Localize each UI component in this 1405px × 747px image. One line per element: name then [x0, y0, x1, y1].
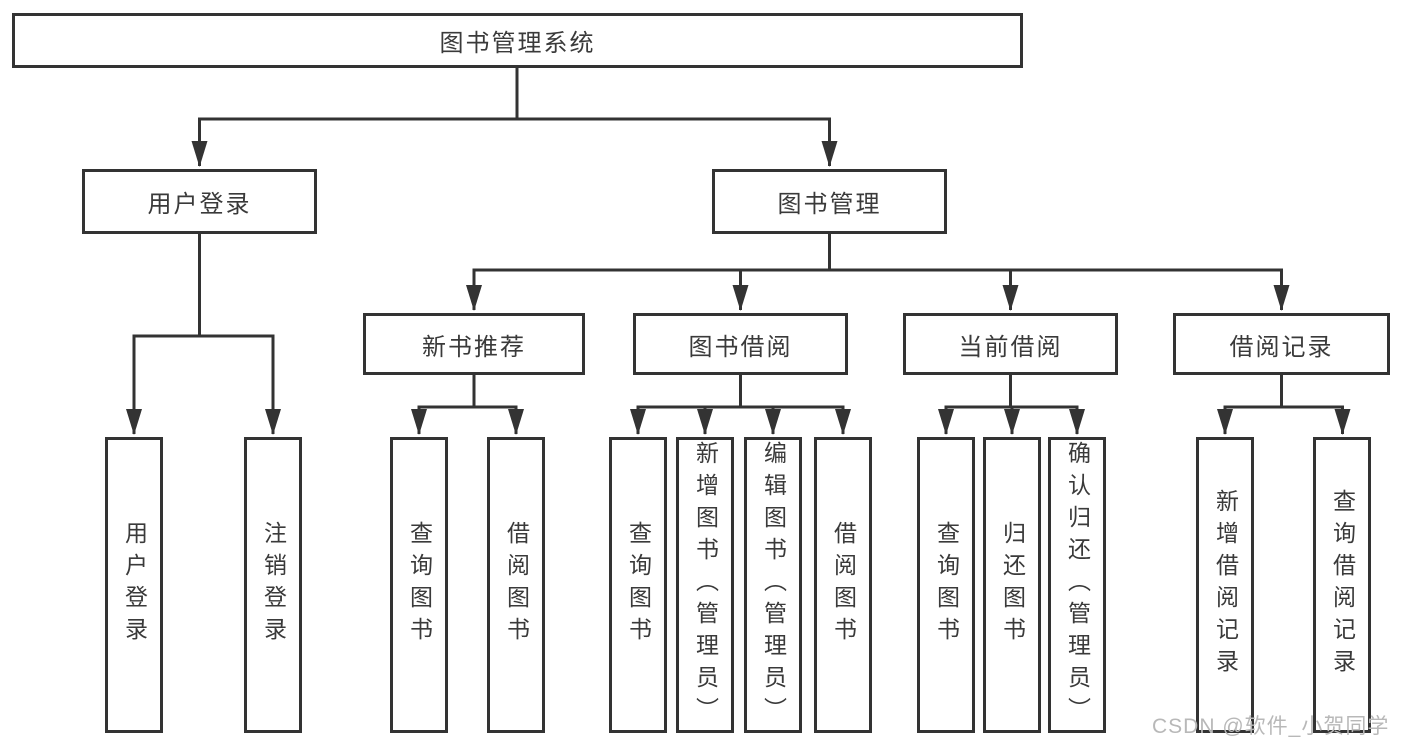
- leaf-add-books-admin-label: 新增图书（管理员）: [692, 441, 719, 729]
- leaf-add-books-admin: 新增图书（管理员）: [676, 437, 734, 733]
- leaf-add-borrow-record: 新增借阅记录: [1196, 437, 1254, 733]
- leaf-add-borrow-record-label: 新增借阅记录: [1212, 489, 1239, 681]
- leaf-borrow-query-books-label: 查询图书: [625, 521, 652, 649]
- csdn-watermark: CSDN @软件_小贺同学: [1152, 715, 1390, 738]
- leaf-user-login-label: 用户登录: [121, 521, 148, 649]
- node-user-login-label: 用户登录: [147, 191, 252, 218]
- edge-root-to-level2: [191, 68, 838, 167]
- leaf-rec-borrow-books: 借阅图书: [487, 437, 545, 733]
- leaf-return-books: 归还图书: [983, 437, 1041, 733]
- node-root-label: 图书管理系统: [439, 30, 596, 57]
- leaf-borrow-books: 借阅图书: [814, 437, 872, 733]
- edge-new-book-rec-children: [411, 375, 524, 435]
- node-book-mgmt-label: 图书管理: [777, 191, 882, 218]
- edge-book-borrow-children: [630, 375, 851, 435]
- leaf-return-books-label: 归还图书: [999, 521, 1026, 649]
- node-user-login: 用户登录: [82, 169, 317, 234]
- edge-user-login-children: [126, 234, 281, 435]
- leaf-confirm-return-admin-label: 确认归还（管理员）: [1064, 441, 1091, 729]
- leaf-user-login: 用户登录: [105, 437, 163, 733]
- node-book-borrow-label: 图书借阅: [688, 333, 793, 361]
- leaf-logout: 注销登录: [244, 437, 302, 733]
- leaf-borrow-query-books: 查询图书: [609, 437, 667, 733]
- node-book-borrow: 图书借阅: [633, 313, 848, 375]
- leaf-query-borrow-record: 查询借阅记录: [1313, 437, 1371, 733]
- edge-current-borrow-children: [938, 375, 1085, 435]
- leaf-query-borrow-record-label: 查询借阅记录: [1329, 489, 1356, 681]
- leaf-edit-books-admin: 编辑图书（管理员）: [744, 437, 802, 733]
- leaf-edit-books-admin-label: 编辑图书（管理员）: [760, 441, 787, 729]
- node-borrow-records-label: 借阅记录: [1229, 333, 1334, 361]
- node-current-borrow: 当前借阅: [903, 313, 1118, 375]
- leaf-rec-query-books: 查询图书: [390, 437, 448, 733]
- node-book-mgmt: 图书管理: [712, 169, 947, 234]
- leaf-confirm-return-admin: 确认归还（管理员）: [1048, 437, 1106, 733]
- edge-book-mgmt-children: [466, 234, 1290, 311]
- node-new-book-rec-label: 新书推荐: [422, 333, 526, 361]
- node-root: 图书管理系统: [12, 13, 1023, 68]
- leaf-borrow-books-label: 借阅图书: [830, 521, 857, 649]
- node-borrow-records: 借阅记录: [1173, 313, 1390, 375]
- leaf-current-query-books-label: 查询图书: [933, 521, 960, 649]
- node-current-borrow-label: 当前借阅: [958, 333, 1063, 361]
- leaf-rec-borrow-books-label: 借阅图书: [503, 521, 530, 649]
- node-new-book-rec: 新书推荐: [363, 313, 585, 375]
- edge-borrow-records-children: [1217, 375, 1351, 435]
- leaf-logout-label: 注销登录: [260, 521, 287, 649]
- leaf-rec-query-books-label: 查询图书: [406, 521, 433, 649]
- leaf-current-query-books: 查询图书: [917, 437, 975, 733]
